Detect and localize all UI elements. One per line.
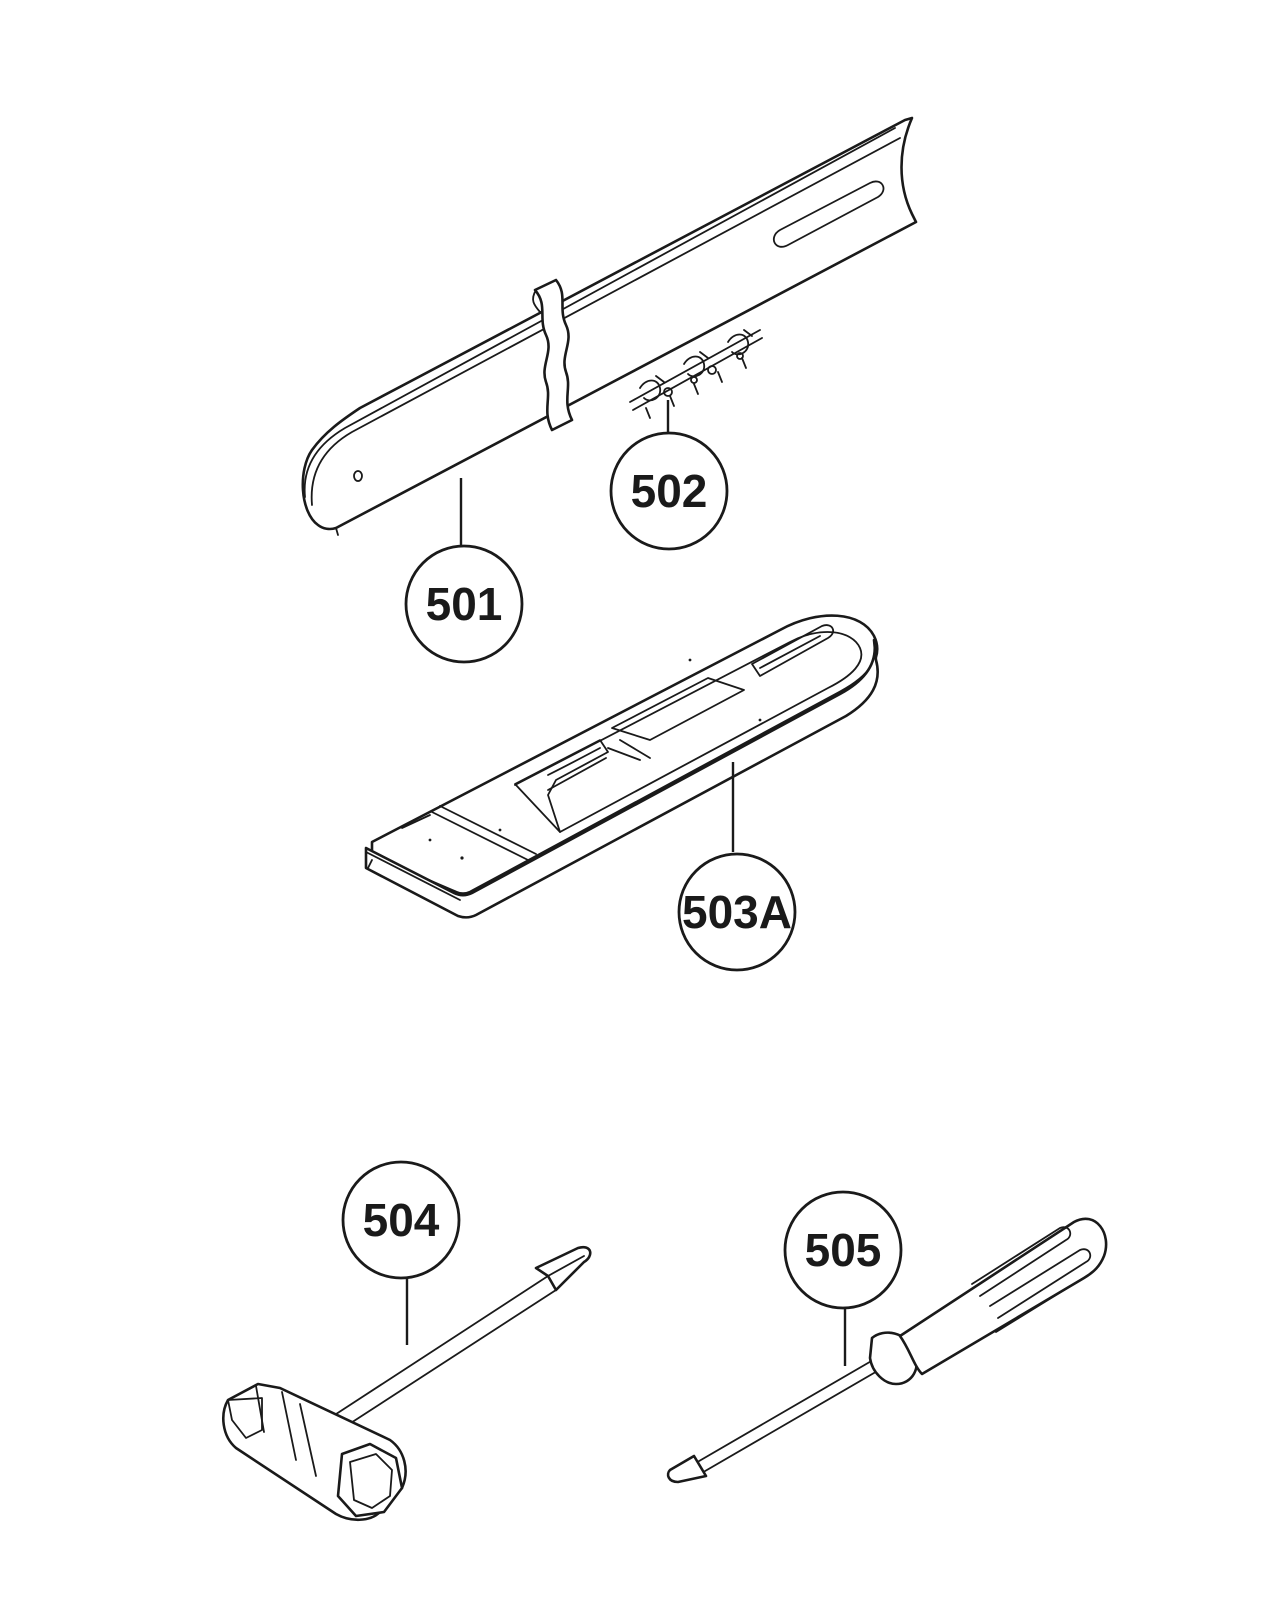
callout-505: 505 bbox=[783, 1190, 903, 1310]
bar-cover-part bbox=[364, 614, 879, 919]
callout-503a-label: 503A bbox=[682, 886, 792, 938]
callout-504-label: 504 bbox=[363, 1194, 440, 1246]
callout-501: 501 bbox=[404, 544, 524, 664]
callout-505-label: 505 bbox=[805, 1224, 882, 1276]
screwdriver-part bbox=[666, 1217, 1108, 1484]
callout-503a: 503A bbox=[677, 852, 797, 972]
callout-504: 504 bbox=[341, 1160, 461, 1280]
callout-502-label: 502 bbox=[631, 465, 708, 517]
saw-chain-part bbox=[629, 329, 763, 419]
callout-501-label: 501 bbox=[426, 578, 503, 630]
combination-wrench-part bbox=[222, 1245, 592, 1522]
guide-bar-part bbox=[301, 116, 918, 536]
callout-502: 502 bbox=[609, 431, 729, 551]
